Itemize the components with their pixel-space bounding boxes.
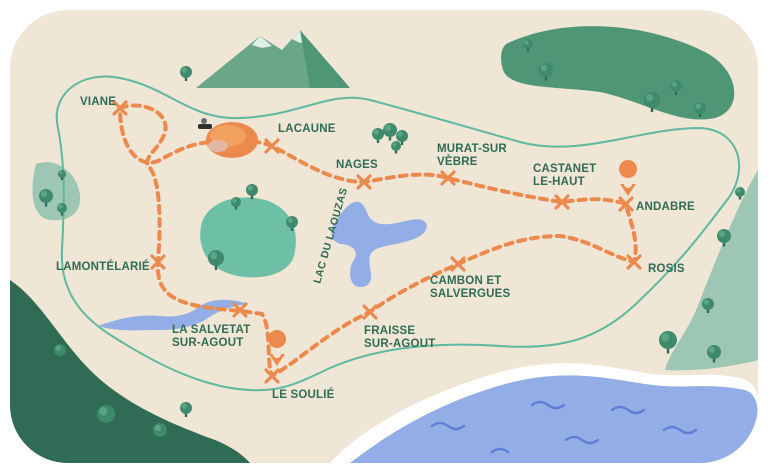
tree-icon [717,229,731,247]
tree-icon [58,170,66,180]
place-label-viane: VIANE [80,96,116,108]
stop-cross-icon [450,256,466,272]
place-label-lamontelarie: LAMONTÉLARIÉ [56,260,150,273]
forest-southwest [10,280,250,463]
tree-icon [208,250,224,270]
lake-teal [200,197,296,278]
place-label-nages: NAGES [336,159,378,171]
place-label-andabre: ANDABRE [636,201,695,213]
tree-icon [97,405,115,428]
tree-icon [286,216,298,231]
lake-laouzas [331,201,427,288]
tree-icon [694,102,706,117]
tree-icon [180,66,192,81]
ham-icon [198,118,258,158]
tree-icon [670,80,682,95]
forest-east [665,170,758,371]
stop-cross-icon [440,170,456,186]
tree-icon [735,187,745,200]
tree-icon [702,298,714,313]
tree-icon [57,203,67,216]
tree-icon [54,344,66,359]
tree-icon [39,189,53,207]
stop-cross-icon [362,304,378,320]
tree-icon [539,63,553,81]
stop-cross-icon [264,138,280,154]
stop-cross-icon [626,254,642,270]
tree-icon [246,184,258,199]
stop-cross-icon [112,100,128,116]
tree-icon [659,331,677,354]
mountain-icon [196,30,350,88]
tree-icon [231,197,241,210]
water-sea [350,375,758,463]
tree-icon [372,128,384,143]
stop-cross-icon [150,254,166,270]
tree-icon [396,130,408,145]
stop-cross-icon [618,196,634,212]
region-border [55,75,741,392]
stop-cross-icon [232,302,248,318]
place-label-rosis: ROSIS [648,263,685,275]
forest-west [32,162,81,221]
tree-icon [644,92,660,112]
poi-pin-icon [619,160,638,196]
place-label-lacaune: LACAUNE [278,123,336,135]
tree-icon [391,141,401,154]
tree-icon [523,39,533,52]
place-label-soulie: LE SOULIÉ [272,388,335,401]
sea-waves [430,400,698,454]
tree-icon [383,123,397,141]
stop-cross-icon [356,174,372,190]
hiking-route [118,103,638,379]
stop-cross-icon [264,368,280,384]
tree-icon [153,423,167,441]
stop-markers [112,100,642,384]
forest-northeast [501,26,735,120]
tree-icon [707,345,721,363]
trees-layer [39,39,745,441]
stop-cross-icon [554,194,570,210]
tree-icon [180,402,192,417]
poi-pin-icon [268,330,287,366]
